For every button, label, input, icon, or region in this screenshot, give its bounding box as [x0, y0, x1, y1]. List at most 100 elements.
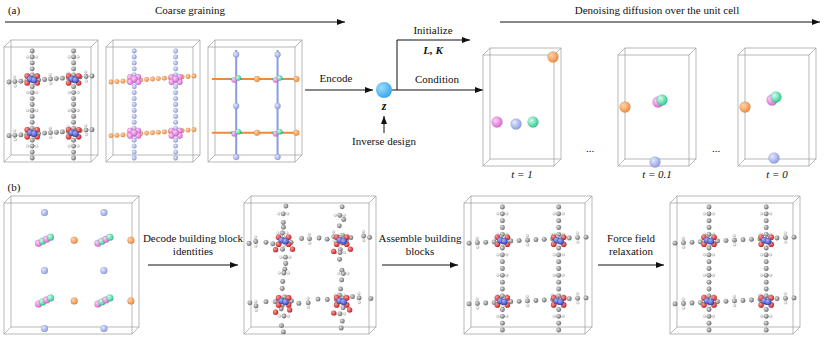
atom: [280, 279, 285, 284]
atom: [100, 267, 107, 274]
atom: [233, 52, 239, 58]
unit-cell-edge: [738, 48, 745, 55]
atom: [71, 297, 78, 304]
atom: [156, 130, 161, 135]
atom: [567, 236, 572, 241]
atom: [279, 323, 284, 328]
unit-cell-edge: [809, 48, 816, 55]
unit-cell-edge: [483, 55, 554, 166]
atom: [132, 102, 137, 107]
atom: [84, 74, 89, 79]
atom: [707, 259, 712, 264]
arrow: [305, 90, 373, 91]
unit-cell-edge: [244, 327, 251, 334]
atom: [132, 156, 137, 161]
unit-cell-edge: [689, 48, 696, 55]
atom: [132, 114, 137, 119]
atom: [71, 84, 76, 89]
atom: [707, 321, 712, 326]
label: Decode building block identities: [138, 232, 248, 258]
atom: [682, 306, 685, 309]
atom: [741, 237, 746, 242]
atom: [682, 246, 685, 249]
atom: [357, 296, 362, 301]
atom: [296, 301, 301, 306]
atom: [68, 145, 71, 148]
atom: [278, 315, 281, 318]
atom: [712, 315, 715, 318]
atom: [500, 280, 505, 285]
atom: [30, 96, 35, 101]
atom: [703, 315, 706, 318]
crystal-structure: [106, 40, 200, 162]
label: Assemble building blocks: [375, 232, 465, 258]
unit-cell-edge: [464, 327, 471, 334]
unit-cell-edge: [745, 48, 816, 159]
atom: [71, 61, 76, 66]
atom: [367, 235, 372, 240]
unit-cell-edge: [106, 40, 113, 47]
label: Force field relaxation: [586, 232, 676, 258]
atom: [558, 299, 564, 305]
atom: [235, 129, 241, 135]
unit-cell-edge: [4, 327, 11, 334]
atom: [526, 295, 529, 298]
atom: [30, 90, 35, 95]
unit-cell-edge: [106, 47, 193, 162]
atom: [172, 76, 178, 82]
unit-cell-edge: [483, 48, 490, 55]
time-label: t = 0.1: [622, 168, 692, 181]
atom: [100, 209, 107, 216]
atom: [162, 76, 167, 81]
atom: [30, 156, 35, 161]
atom: [71, 144, 76, 149]
atom: [132, 66, 137, 71]
atom: [769, 153, 780, 164]
atom: [71, 55, 76, 60]
atom: [784, 292, 787, 295]
label: Inverse design: [334, 135, 434, 148]
atom: [287, 272, 290, 275]
unit-cell-edge: [738, 159, 745, 166]
unit-cell-edge: [193, 40, 200, 47]
atom: [284, 204, 289, 209]
unit-cell-edge: [215, 40, 302, 155]
arrow: [397, 40, 470, 90]
atom: [30, 66, 35, 71]
atom: [350, 294, 355, 299]
unit-cell-edge: [483, 159, 490, 166]
atom: [35, 91, 38, 94]
atom: [771, 92, 782, 103]
atom: [132, 90, 137, 95]
unit-cell-edge: [132, 196, 139, 203]
atom: [31, 77, 37, 83]
atom: [553, 253, 556, 256]
atom: [567, 296, 572, 301]
atom: [68, 109, 71, 112]
atom: [60, 130, 65, 135]
atom: [30, 138, 35, 143]
atom: [707, 246, 712, 251]
atom: [475, 301, 480, 306]
unit-cell-drawing: [483, 48, 561, 166]
atom: [331, 249, 336, 254]
atom: [71, 96, 76, 101]
atom: [132, 144, 137, 149]
atom: [173, 114, 178, 119]
unit-cell-edge: [809, 159, 816, 166]
atom: [308, 233, 311, 236]
atom: [556, 314, 561, 319]
crystal-structure: [4, 40, 98, 162]
atom: [707, 266, 712, 271]
atom: [132, 96, 137, 101]
atom: [127, 297, 134, 304]
atom: [281, 220, 286, 225]
atom: [764, 218, 769, 223]
atom: [254, 236, 257, 239]
atom: [690, 240, 695, 245]
atom: [254, 304, 259, 309]
atom: [556, 328, 561, 333]
atom: [173, 61, 178, 66]
atom: [186, 74, 191, 79]
atom: [707, 273, 712, 278]
